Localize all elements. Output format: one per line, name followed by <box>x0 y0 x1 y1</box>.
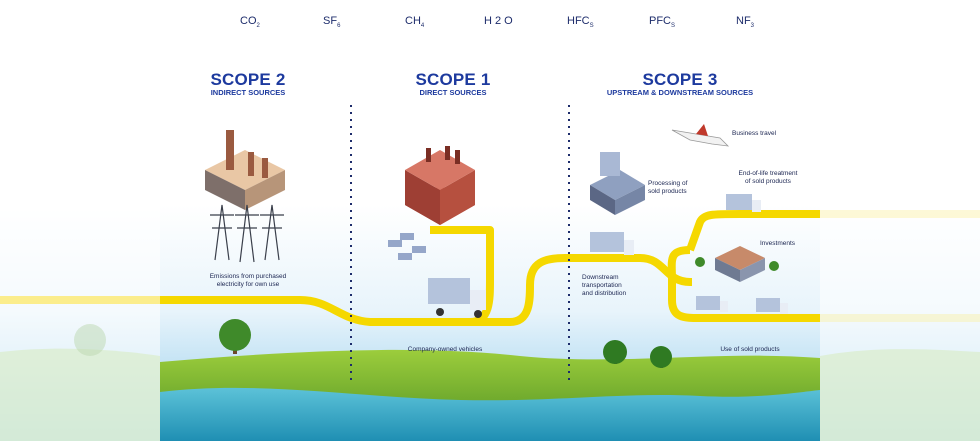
end-of-life-truck-icon <box>726 194 761 212</box>
vehicle-fleet-icon <box>388 233 426 260</box>
scope3-subtitle: UPSTREAM & DOWNSTREAM SOURCES <box>606 88 754 97</box>
pylon-icons <box>210 204 284 263</box>
label-business-travel: Business travel <box>732 130 777 137</box>
scope3-title: SCOPE 3 <box>642 70 718 89</box>
label-investments: Investments <box>760 240 796 247</box>
scope2-subtitle: INDIRECT SOURCES <box>210 88 286 97</box>
factory-icon <box>405 146 475 225</box>
gas-h2o: H 2 O <box>484 15 513 27</box>
lake <box>160 387 820 441</box>
gas-co2: CO2 <box>240 15 260 30</box>
transport-truck-icon <box>590 232 634 255</box>
gas-ch4: CH4 <box>405 15 425 30</box>
gas-pfcs: PFCS <box>649 15 676 30</box>
investments-buildings-icon <box>695 246 779 282</box>
power-plant-icon <box>205 130 285 210</box>
right-fade <box>820 0 980 441</box>
delivery-truck-icon <box>428 278 486 318</box>
airplane-icon <box>671 124 730 147</box>
product-trucks-icon <box>696 296 788 314</box>
gas-nf3: NF3 <box>736 15 755 30</box>
gas-hfcs: HFCS <box>567 15 594 30</box>
scope1-title: SCOPE 1 <box>415 70 491 89</box>
scope1-subtitle: DIRECT SOURCES <box>419 88 487 97</box>
gas-sf6: SF6 <box>323 15 341 30</box>
label-use-of-products: Use of sold products <box>720 346 780 353</box>
label-company-vehicles: Company-owned vehicles <box>407 346 483 353</box>
left-fade <box>0 0 160 441</box>
processing-plant-icon <box>590 152 645 215</box>
scope2-title: SCOPE 2 <box>210 70 286 89</box>
